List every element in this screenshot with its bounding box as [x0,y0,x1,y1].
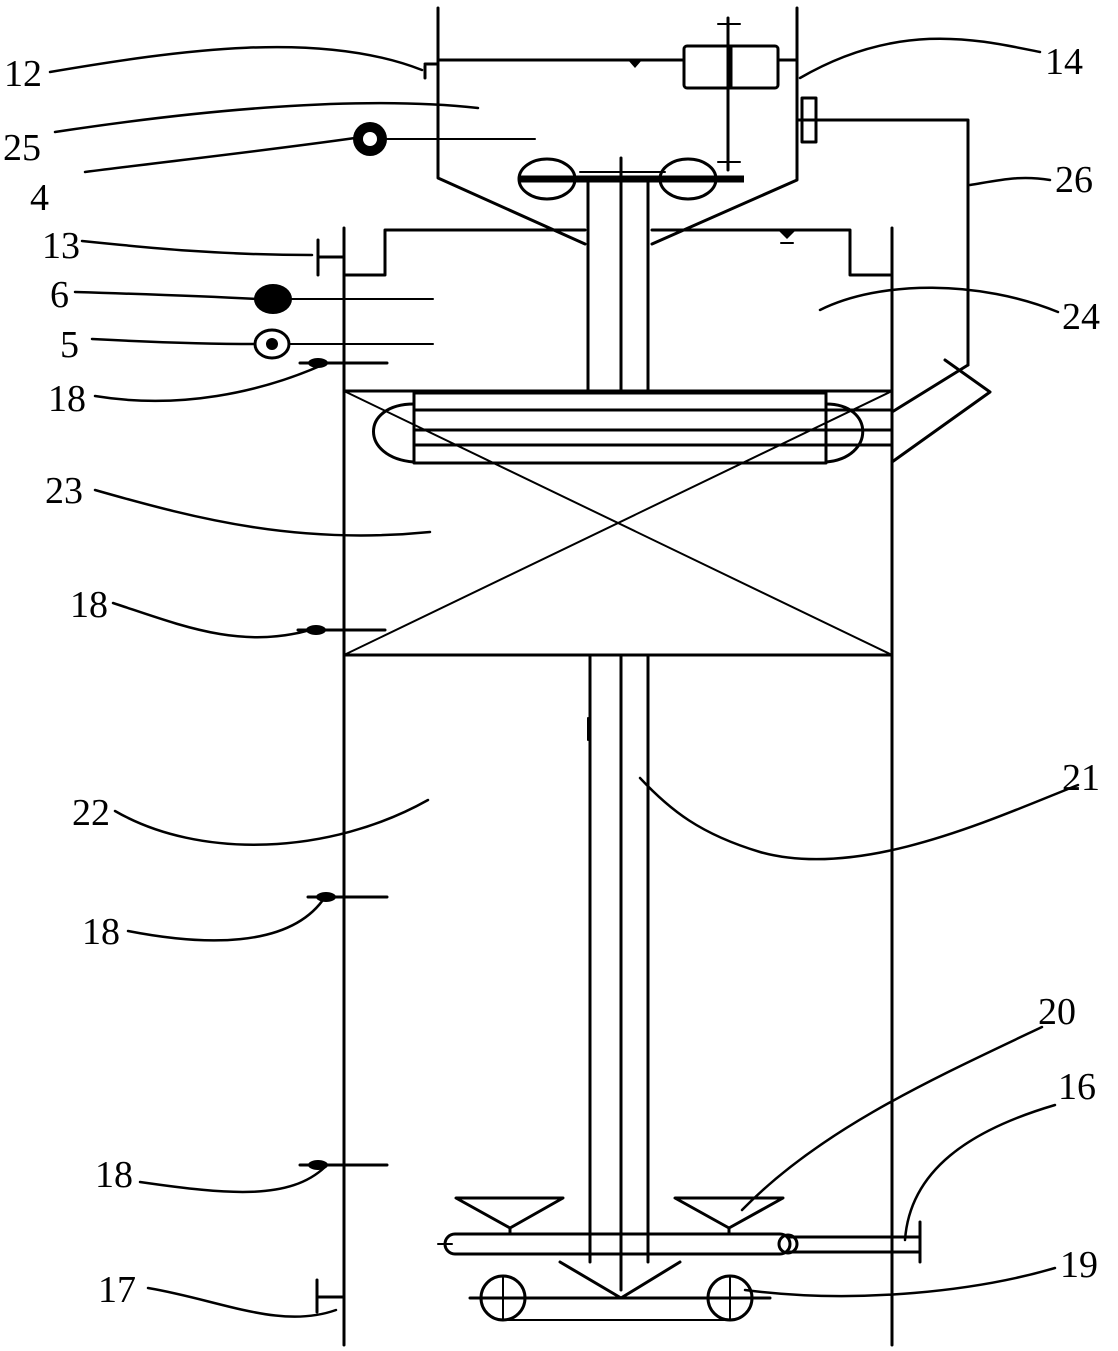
sampling-port-18b [296,625,387,635]
label-5: 5 [60,324,79,366]
label-21: 21 [1062,757,1100,799]
label-23: 23 [45,470,83,512]
leader-lines [48,37,1080,1318]
label-4: 4 [30,177,49,219]
label-13: 13 [42,225,80,267]
label-17: 17 [98,1269,136,1311]
port-13 [316,238,346,277]
label-18c: 18 [82,911,120,953]
label-22: 22 [72,792,110,834]
top-tank [436,6,799,246]
sampling-port-18a [298,358,389,368]
label-20: 20 [1038,991,1076,1033]
label-18d: 18 [95,1154,133,1196]
label-18b: 18 [70,584,108,626]
label-12: 12 [4,53,42,95]
upper-shaft [586,156,650,392]
label-24: 24 [1062,296,1100,338]
bottom-wheels [468,1260,772,1322]
sensor-6 [254,284,434,314]
labels: 12 25 4 13 6 5 18 23 18 22 18 18 17 14 2… [3,41,1100,1311]
label-26: 26 [1055,159,1093,201]
sensor-4 [353,122,536,156]
label-14: 14 [1045,41,1083,83]
label-19: 19 [1060,1244,1098,1286]
upper-distributor [372,391,894,465]
label-16: 16 [1058,1066,1096,1108]
sampling-port-18c [306,892,389,902]
port-17 [315,1278,346,1314]
middle-chamber [342,228,892,277]
drive-motor [682,16,780,172]
return-pipe-26 [795,96,992,464]
vessel-walls [342,226,894,1347]
label-6: 6 [50,274,69,316]
label-18a: 18 [48,378,86,420]
lower-shaft [587,653,650,1292]
label-25: 25 [3,127,41,169]
top-stirrer [517,157,744,201]
port-12 [423,62,440,80]
bottom-inlet [437,1196,922,1264]
